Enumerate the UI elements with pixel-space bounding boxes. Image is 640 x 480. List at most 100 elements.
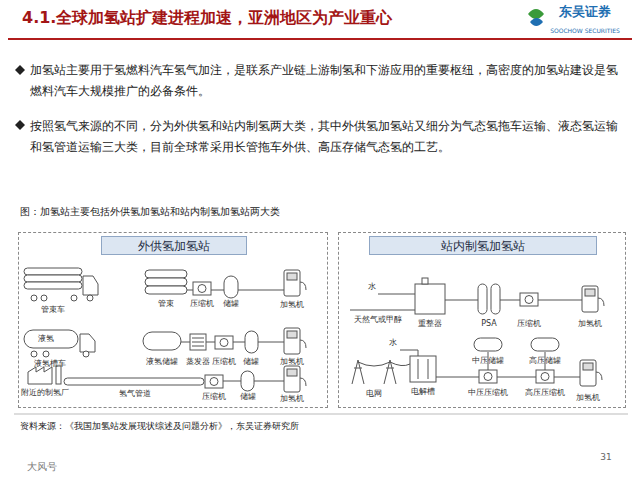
equipment-label: 储罐 (243, 358, 259, 367)
page-number: 31 (600, 453, 611, 463)
storage-tank (491, 284, 500, 314)
tube-trailer (24, 275, 82, 282)
tube-bundle (145, 278, 187, 286)
liquid-tank (143, 332, 181, 350)
equipment-label: 加氢机 (578, 320, 602, 329)
pipe-line (206, 342, 215, 343)
equipment-label: 液氢储罐 (146, 358, 178, 367)
equipment-label: 水 (389, 339, 397, 348)
medium-tank (474, 338, 502, 351)
tube-trailer (24, 268, 82, 275)
equipment-label: 蒸发器 (186, 358, 210, 367)
pipe-line (233, 342, 245, 343)
bullet-diamond (15, 120, 25, 130)
pipe-line (350, 310, 415, 311)
storage-tank (245, 331, 258, 353)
logo-text: 东吴证券 (559, 5, 611, 19)
pipe-line (497, 377, 536, 378)
logo-mark (528, 9, 544, 26)
dispenser-symbol (582, 286, 604, 312)
storage-tank (224, 276, 238, 298)
factory-symbol (28, 366, 61, 384)
equipment-label: 液氢 (38, 335, 54, 344)
bullet-diamond (15, 65, 25, 75)
tube-trailer (24, 282, 82, 289)
reformer-symbol (415, 278, 445, 314)
truck-cab (83, 276, 98, 295)
dispenser-symbol (580, 360, 602, 386)
pipe-line (223, 381, 241, 382)
compressor-symbol (536, 370, 554, 383)
source-note: 资料来源：《我国加氢站发展现状综述及问题分析》，东吴证券研究所 (20, 420, 299, 433)
pipe-line (238, 290, 284, 291)
pipe-line (378, 294, 415, 295)
equipment-label: 中压压缩机 (468, 389, 508, 398)
equipment-label: 加氢机 (280, 358, 304, 367)
tube-bundle (145, 286, 187, 294)
evaporator-symbol (190, 334, 206, 350)
equipment-label: 加氢机 (576, 394, 600, 403)
equipment-label: 液氢槽车 (34, 360, 66, 369)
equipment-label: 高压储罐 (529, 357, 561, 366)
electrolyzer-symbol (410, 356, 436, 382)
panel-header: 外供氢加氢站 (101, 236, 247, 255)
dispenser-symbol (284, 270, 306, 296)
equipment-label: 管束车 (41, 306, 65, 315)
bullet-text: 加氢站主要用于氢燃料汽车氢气加注，是联系产业链上游制氢和下游应用的重要枢纽，高密… (30, 60, 628, 102)
pipe-line (538, 300, 582, 301)
equipment-label: 电网 (366, 390, 382, 399)
slide-title: 4.1.全球加氢站扩建进程加速，亚洲地区为产业重心 (22, 8, 392, 29)
bullet-text: 按照氢气来源的不同，分为外供氢和站内制氢两大类，其中外供氢加氢站又细分为气态氢拖… (30, 116, 628, 158)
equipment-label: 压缩机 (212, 358, 236, 367)
storage-tank (478, 284, 487, 314)
equipment-label: PSA (481, 320, 497, 329)
power-grid-symbol (352, 360, 410, 384)
hydrogen-pipeline (64, 378, 204, 385)
pipe-line (181, 342, 190, 343)
pipe-line (554, 377, 580, 378)
equipment-label: 压缩机 (517, 320, 541, 329)
tube-bundle (145, 270, 187, 278)
equipment-label: 压缩机 (202, 393, 226, 402)
storage-tank (241, 371, 254, 391)
equipment-label: 中压储罐 (472, 357, 504, 366)
panel-header: 站内制氢加氢站 (369, 236, 597, 255)
pipe-line (258, 342, 284, 343)
equipment-label: 电解槽 (411, 388, 435, 397)
equipment-label: 加氢机 (280, 395, 304, 404)
pipe-line (400, 350, 418, 356)
equipment-label: 重整器 (418, 320, 442, 329)
figure-rule (14, 414, 628, 415)
equipment-label: 储罐 (223, 300, 239, 309)
equipment-label: 水 (368, 283, 376, 292)
figure-caption: 图：加氢站主要包括外供氢加氢站和站内制氢加氢站两大类 (20, 205, 280, 219)
compressor-symbol (479, 370, 497, 383)
compressor-symbol (215, 336, 233, 349)
equipment-label: 管束 (158, 300, 174, 309)
equipment-label: 储罐 (240, 393, 256, 402)
wheels (31, 295, 93, 301)
pipe-line (187, 290, 193, 291)
dispenser-symbol (284, 328, 306, 354)
dispenser-symbol (284, 366, 306, 392)
pipe-line (436, 377, 479, 378)
compressor-symbol (520, 293, 538, 306)
equipment-label: 压缩机 (190, 300, 214, 309)
pipe-line (211, 290, 224, 291)
logo-subtext: SOOCHOW SECURITIES (550, 28, 620, 35)
pipe-line (445, 300, 478, 301)
pipe-line (254, 381, 284, 382)
wheels (31, 351, 89, 357)
compressor-symbol (205, 375, 223, 388)
compressor-symbol (193, 282, 211, 295)
truck-cab (80, 334, 95, 352)
equipment-label: 附近的制氢厂 (21, 389, 69, 398)
liquid-tanker (24, 330, 78, 348)
equipment-label: 氢气管道 (119, 390, 151, 399)
equipment-label: 高压压缩机 (525, 389, 565, 398)
equipment-label: 加氢机 (280, 301, 304, 310)
high-tank (531, 338, 559, 351)
pipe-line (500, 300, 520, 301)
watermark: 大风号 (27, 461, 57, 472)
